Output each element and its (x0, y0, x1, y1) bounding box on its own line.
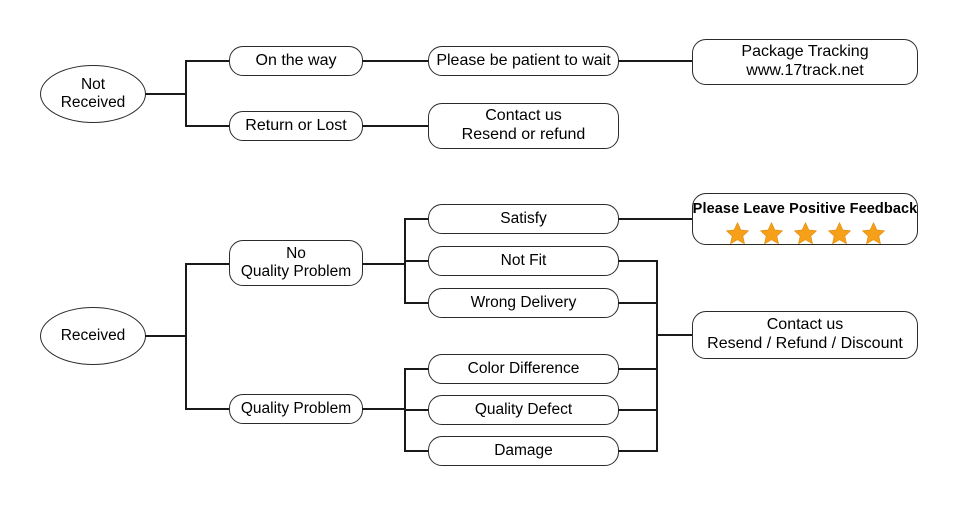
node-not-received-line1: Not (80, 75, 106, 93)
node-quality-defect[interactable]: Quality Defect (428, 395, 619, 425)
connector-patient-to-tracking (618, 60, 694, 62)
node-wrong-delivery-label: Wrong Delivery (470, 293, 577, 311)
node-contact-resend-refund-line2: Resend or refund (461, 126, 586, 143)
connector-nqp-stem (362, 263, 406, 265)
node-satisfy-label: Satisfy (500, 209, 547, 227)
node-no-quality-problem-line1: No (286, 244, 306, 262)
star-icon[interactable] (827, 221, 852, 246)
node-no-quality-problem-line2: Quality Problem (240, 263, 352, 280)
node-not-fit-label: Not Fit (500, 251, 547, 269)
connector-to-return-or-lost (185, 125, 231, 127)
node-on-the-way-label: On the way (255, 51, 337, 69)
star-rating[interactable] (725, 221, 886, 246)
node-color-difference-label: Color Difference (467, 359, 580, 377)
connector-received-stem (145, 335, 187, 337)
connector-nqp-to-wrong-delivery (404, 302, 432, 304)
connector-received-split (185, 263, 187, 410)
node-package-tracking-line2: www.17track.net (746, 62, 864, 79)
connector-to-on-the-way (185, 60, 231, 62)
node-contact-resend-refund-discount-line1: Contact us (766, 316, 844, 334)
connector-quality-defect-merge (618, 409, 658, 411)
connector-nqp-to-satisfy (404, 218, 432, 220)
connector-qp-to-color-difference (404, 368, 432, 370)
node-quality-problem[interactable]: Quality Problem (229, 394, 363, 424)
node-return-or-lost[interactable]: Return or Lost (229, 111, 363, 141)
connector-wrong-delivery-merge (618, 302, 658, 304)
connector-merge-bus (656, 260, 658, 452)
star-icon[interactable] (759, 221, 784, 246)
node-damage[interactable]: Damage (428, 436, 619, 466)
node-contact-resend-refund-line1: Contact us (485, 107, 562, 125)
star-icon[interactable] (861, 221, 886, 246)
connector-qp-to-damage (404, 450, 432, 452)
node-please-leave-positive-feedback[interactable]: Please Leave Positive Feedback (692, 193, 918, 245)
node-return-or-lost-label: Return or Lost (245, 116, 347, 134)
connector-merge-to-contact-discount (656, 334, 694, 336)
node-package-tracking-line1: Package Tracking (741, 43, 869, 61)
node-please-be-patient[interactable]: Please be patient to wait (428, 46, 619, 76)
node-not-received[interactable]: Not Received (40, 65, 146, 123)
feedback-title: Please Leave Positive Feedback (692, 201, 918, 217)
star-icon[interactable] (725, 221, 750, 246)
node-quality-problem-label: Quality Problem (240, 399, 352, 417)
node-on-the-way[interactable]: On the way (229, 46, 363, 76)
connector-not-received-split (185, 60, 187, 127)
node-satisfy[interactable]: Satisfy (428, 204, 619, 234)
node-wrong-delivery[interactable]: Wrong Delivery (428, 288, 619, 318)
connector-damage-merge (618, 450, 658, 452)
connector-return-to-contact (362, 125, 430, 127)
connector-to-quality-problem (185, 408, 231, 410)
node-not-received-line2: Received (60, 94, 126, 111)
node-package-tracking[interactable]: Package Tracking www.17track.net (692, 39, 918, 85)
node-not-fit[interactable]: Not Fit (428, 246, 619, 276)
connector-satisfy-to-feedback (618, 218, 694, 220)
connector-nqp-to-not-fit (404, 260, 432, 262)
connector-on-the-way-to-patient (362, 60, 430, 62)
connector-not-fit-merge (618, 260, 658, 262)
node-received-label: Received (60, 326, 126, 344)
node-please-be-patient-label: Please be patient to wait (436, 51, 611, 69)
connector-not-received-stem (145, 93, 187, 95)
node-quality-defect-label: Quality Defect (474, 400, 573, 418)
node-no-quality-problem[interactable]: No Quality Problem (229, 240, 363, 286)
connector-qp-stem (362, 408, 406, 410)
node-contact-resend-refund-discount-line2: Resend / Refund / Discount (707, 335, 903, 352)
node-damage-label: Damage (494, 441, 553, 459)
connector-qp-to-quality-defect (404, 409, 432, 411)
node-contact-resend-refund[interactable]: Contact us Resend or refund (428, 103, 619, 149)
connector-to-no-quality-problem (185, 263, 231, 265)
node-color-difference[interactable]: Color Difference (428, 354, 619, 384)
connector-color-difference-merge (618, 368, 658, 370)
node-contact-resend-refund-discount[interactable]: Contact us Resend / Refund / Discount (692, 311, 918, 359)
node-received[interactable]: Received (40, 307, 146, 365)
star-icon[interactable] (793, 221, 818, 246)
